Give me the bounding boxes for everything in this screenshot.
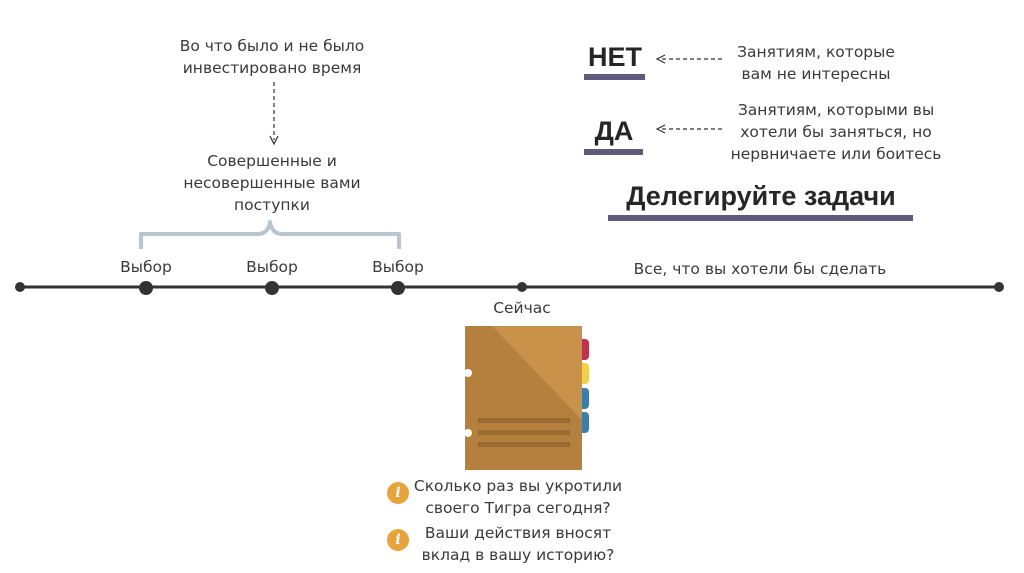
choices-bracket — [139, 220, 401, 249]
no-arrow-head — [655, 54, 666, 64]
choice-label-1: Выбор — [120, 258, 172, 276]
yes-desc-line-3: нервничаете или боитесь — [730, 145, 942, 163]
timeline-choice-dot-2 — [265, 281, 279, 295]
timeline-end-dot — [994, 282, 1004, 292]
future-label: Все, что вы хотели бы сделать — [633, 260, 887, 278]
now-label: Сейчас — [493, 299, 551, 317]
invested-time-line-1: Во что было и не было — [179, 37, 365, 55]
choice-label-3: Выбор — [372, 258, 424, 276]
yes-desc-line-2: хотели бы заняться, но — [740, 123, 932, 141]
timeline-now-dot — [517, 282, 527, 292]
timeline-start-dot — [15, 282, 25, 292]
delegate-heading: Делегируйте задачи — [626, 181, 896, 211]
yes-description: Занятиям, которыми вы хотели бы заняться… — [716, 99, 956, 165]
invested-time-note: Во что было и не было инвестировано врем… — [162, 35, 382, 79]
no-desc-line-2: вам не интересны — [741, 65, 891, 83]
question-2: Ваши действия вносят вклад в вашу истори… — [408, 522, 628, 566]
yes-desc-line-1: Занятиям, которыми вы — [737, 101, 935, 119]
invested-time-line-2: инвестировано время — [182, 59, 362, 77]
question-1-line-2: своего Тигра сегодня? — [425, 499, 611, 517]
actions-line-2: несовершенные вами — [183, 174, 361, 192]
yes-word: ДА — [594, 116, 634, 146]
yes-arrow-head — [655, 124, 666, 134]
actions-line-3: поступки — [234, 196, 310, 214]
no-desc-line-1: Занятиям, которые — [737, 43, 895, 61]
question-2-line-2: вклад в вашу историю? — [421, 546, 615, 564]
yes-underline — [584, 149, 643, 155]
actions-label: Совершенные и несовершенные вами поступк… — [162, 150, 382, 216]
no-underline — [584, 74, 645, 80]
info-icon: i — [387, 482, 409, 504]
info-icon: i — [387, 529, 409, 551]
down-arrow-head — [269, 135, 279, 146]
delegate-underline — [608, 215, 913, 221]
question-1-line-1: Сколько раз вы укротили — [413, 477, 623, 495]
no-word: НЕТ — [588, 42, 642, 72]
question-1: Сколько раз вы укротили своего Тигра сег… — [408, 475, 628, 519]
no-description: Занятиям, которые вам не интересны — [716, 41, 916, 85]
timeline-choice-dot-3 — [391, 281, 405, 295]
actions-line-1: Совершенные и — [207, 152, 337, 170]
choice-label-2: Выбор — [246, 258, 298, 276]
question-2-line-1: Ваши действия вносят — [424, 524, 612, 542]
notebook-icon — [464, 326, 589, 470]
timeline-choice-dot-1 — [139, 281, 153, 295]
